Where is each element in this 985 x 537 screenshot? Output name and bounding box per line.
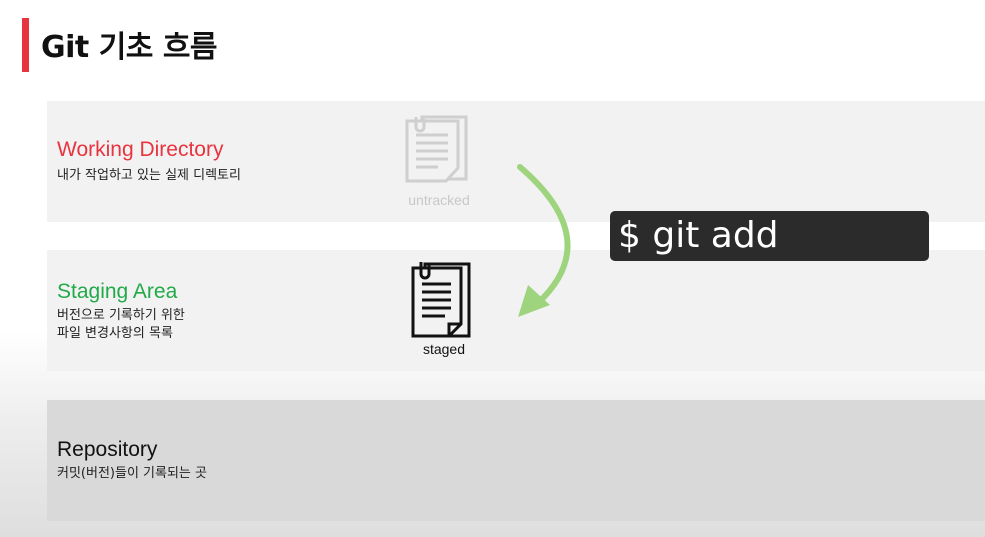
repository-description: 커밋(버전)들이 기록되는 곳: [57, 466, 207, 481]
untracked-document-icon: [405, 115, 468, 183]
page-title: Git 기초 흐름: [41, 30, 218, 65]
curved-arrow-icon: [517, 164, 571, 317]
staging-area-description: 버전으로 기록하기 위한 파일 변경사항의 목록: [57, 308, 185, 341]
working-directory-band: Working Directory 내가 작업하고 있는 실제 디렉토리 unt…: [47, 101, 985, 222]
staged-caption: staged: [422, 341, 466, 357]
git-add-command: $ git add: [610, 211, 929, 261]
staging-area-band: Staging Area 버전으로 기록하기 위한 파일 변경사항의 목록 st…: [47, 250, 985, 371]
repository-label: Repository: [57, 438, 158, 461]
working-directory-description: 내가 작업하고 있는 실제 디렉토리: [57, 168, 241, 183]
staged-document-icon: [411, 262, 471, 338]
untracked-caption: untracked: [408, 192, 470, 208]
staging-area-label: Staging Area: [57, 280, 178, 303]
repository-band: Repository 커밋(버전)들이 기록되는 곳: [47, 400, 985, 521]
title-accent-bar: [22, 18, 29, 72]
working-directory-label: Working Directory: [57, 138, 224, 161]
